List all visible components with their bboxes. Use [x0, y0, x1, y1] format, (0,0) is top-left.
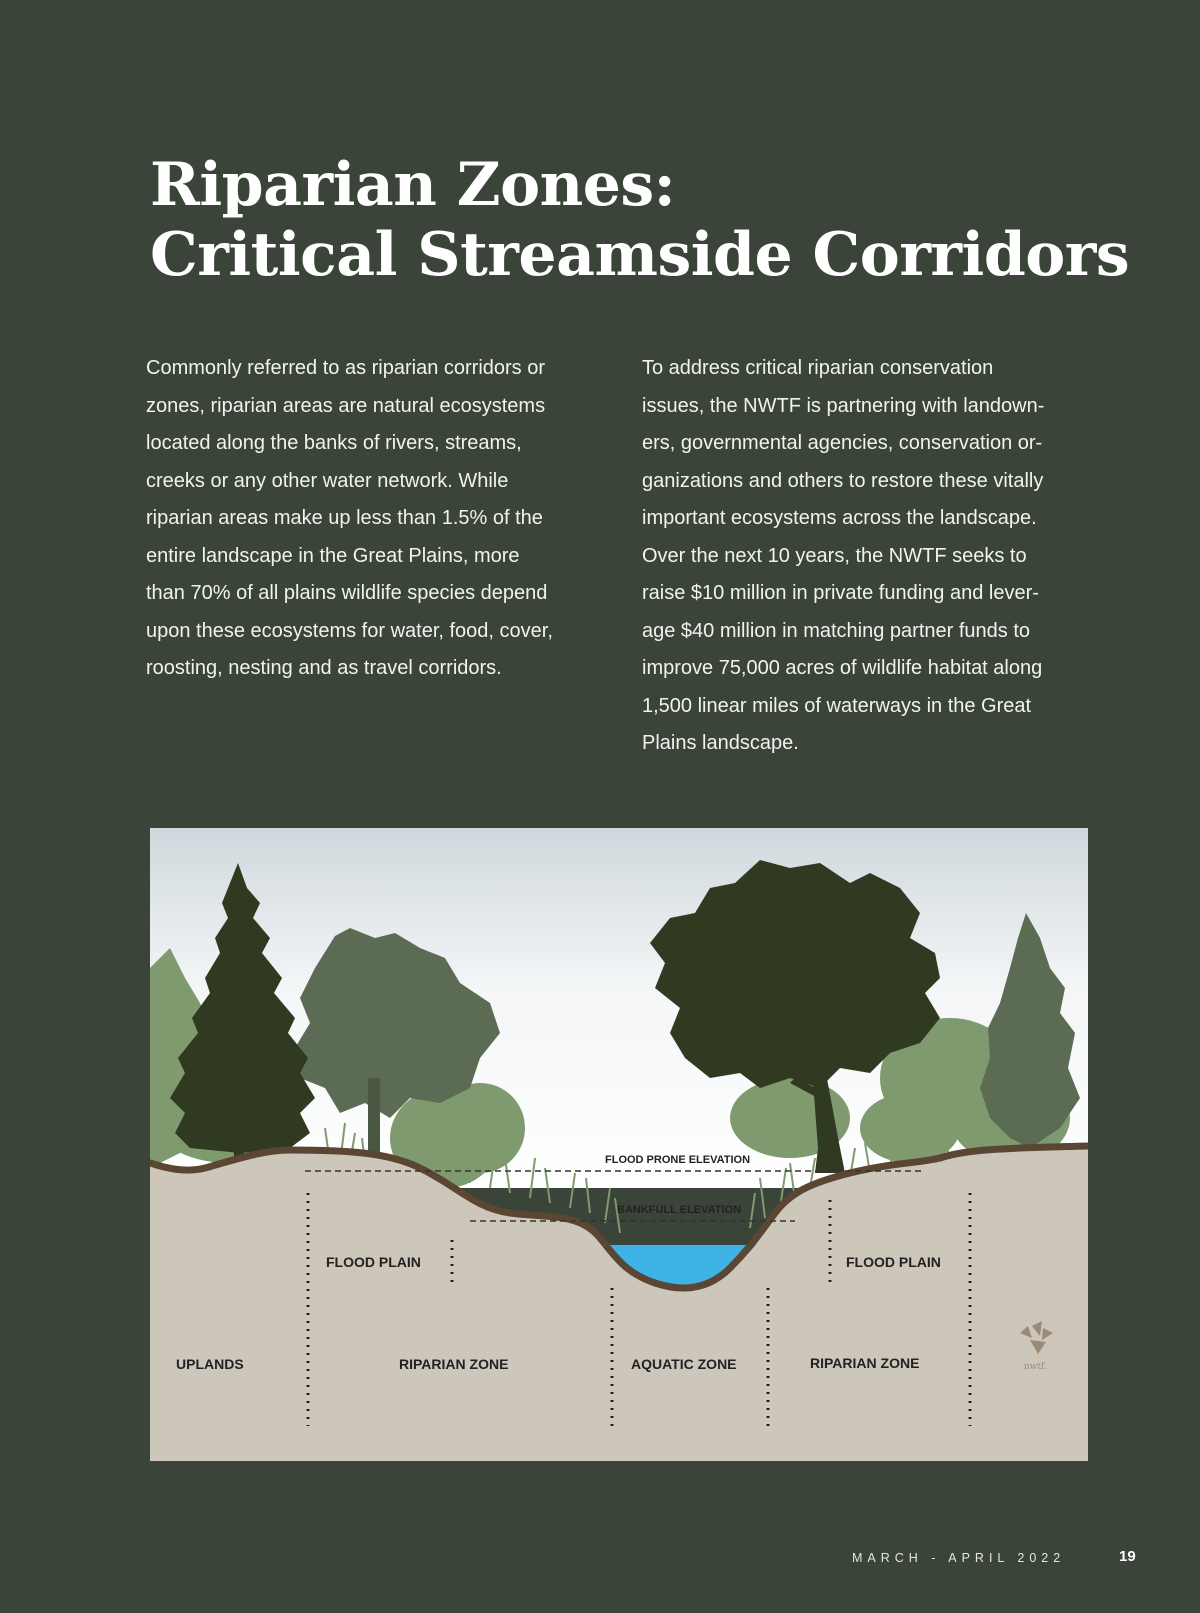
- evergreen-tree-left: [170, 863, 315, 1168]
- riparian-diagram: FLOOD PRONE ELEVATION BANKFULL ELEVATION…: [150, 828, 1088, 1461]
- title-line-1: Riparian Zones:: [150, 150, 676, 220]
- text-line: raise $10 million in private funding and…: [642, 582, 1039, 604]
- ground: [150, 1146, 1088, 1461]
- riparian-diagram-svg: FLOOD PRONE ELEVATION BANKFULL ELEVATION…: [150, 828, 1088, 1461]
- zone-dividers: [306, 1193, 972, 1426]
- riparian-zone-left-label: RIPARIAN ZONE: [399, 1356, 508, 1372]
- turkey-icon: [1020, 1321, 1053, 1354]
- page-title: Riparian Zones: Critical Streamside Corr…: [150, 150, 1150, 290]
- title-line-2: Critical Streamside Corridors: [150, 220, 1130, 290]
- flood-prone-elevation-label: FLOOD PRONE ELEVATION: [605, 1154, 750, 1166]
- flood-plain-left-label: FLOOD PLAIN: [326, 1254, 421, 1270]
- bankfull-elevation-label: BANKFULL ELEVATION: [617, 1204, 741, 1216]
- text-line: roosting, nesting and as travel corridor…: [146, 657, 502, 679]
- issue-date: MARCH - APRIL 2022: [852, 1551, 1066, 1565]
- uplands-label: UPLANDS: [176, 1356, 244, 1372]
- text-line: zones, riparian areas are natural ecosys…: [146, 394, 546, 417]
- text-line: 1,500 linear miles of waterways in the G…: [642, 694, 1032, 717]
- riparian-zone-right-label: RIPARIAN ZONE: [810, 1355, 919, 1371]
- soil-line: [150, 1142, 1088, 1292]
- text-line: upon these ecosystems for water, food, c…: [146, 619, 553, 642]
- right-paragraph: To address critical riparian conservatio…: [642, 350, 1092, 763]
- text-line: located along the banks of rivers, strea…: [146, 432, 522, 454]
- text-line: entire landscape in the Great Plains, mo…: [146, 544, 520, 567]
- page-number: 19: [1119, 1548, 1136, 1565]
- logo-text: nwtf.: [1024, 1362, 1047, 1372]
- text-line: age $40 million in matching partner fund…: [642, 619, 1031, 642]
- text-line: ganizations and others to restore these …: [642, 469, 1044, 492]
- left-column: Commonly referred to as riparian corrido…: [146, 350, 596, 688]
- text-line: Over the next 10 years, the NWTF seeks t…: [642, 544, 1027, 567]
- text-line: Plains landscape.: [642, 732, 799, 754]
- left-paragraph: Commonly referred to as riparian corrido…: [146, 350, 596, 688]
- text-line: creeks or any other water network. While: [146, 469, 509, 492]
- mid-trees: [295, 913, 1080, 1163]
- text-line: issues, the NWTF is partnering with land…: [642, 394, 1045, 417]
- aquatic-zone-label: AQUATIC ZONE: [631, 1356, 737, 1372]
- text-line: riparian areas make up less than 1.5% of…: [146, 507, 543, 529]
- text-line: important ecosystems across the landscap…: [642, 507, 1037, 529]
- right-column: To address critical riparian conservatio…: [642, 350, 1092, 763]
- text-line: ers, governmental agencies, conservation…: [642, 432, 1043, 454]
- oak-tree-right: [650, 860, 940, 1173]
- text-line: Commonly referred to as riparian corrido…: [146, 357, 546, 379]
- flood-plain-right-label: FLOOD PLAIN: [846, 1254, 941, 1270]
- text-line: To address critical riparian conservatio…: [642, 357, 994, 379]
- text-line: improve 75,000 acres of wildlife habitat…: [642, 657, 1043, 679]
- nwtf-logo: nwtf.: [1020, 1321, 1053, 1372]
- text-line: than 70% of all plains wildlife species …: [146, 582, 548, 604]
